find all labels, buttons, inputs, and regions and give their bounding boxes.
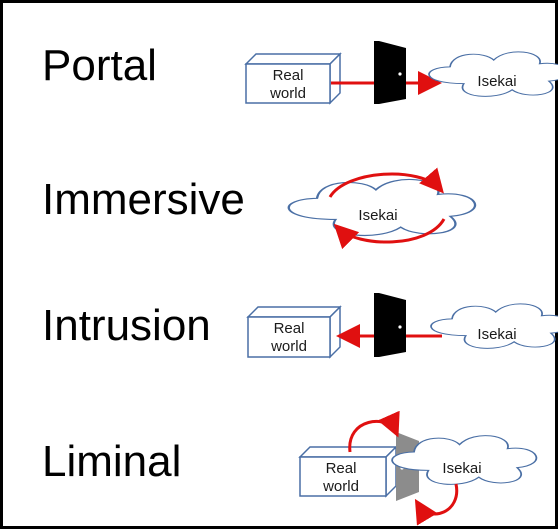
intrusion-door xyxy=(374,293,406,357)
heading-liminal: Liminal xyxy=(42,437,182,486)
liminal-isekai-cloud: Isekai xyxy=(391,434,538,486)
liminal-arrow-bottom xyxy=(414,483,459,526)
heading-intrusion: Intrusion xyxy=(42,301,211,350)
intrusion-real-label: Real xyxy=(274,320,305,337)
immersive-cycle-arrow-bottom xyxy=(333,218,446,250)
intrusion-isekai-cloud: Isekai xyxy=(430,303,558,350)
liminal-real-world-box: Real world xyxy=(298,445,398,498)
immersive-isekai-label: Isekai xyxy=(358,207,397,224)
liminal-arrow-top xyxy=(348,410,400,453)
portal-real-world-box: Real world xyxy=(244,52,342,105)
intrusion-world-label: world xyxy=(270,338,307,355)
heading-immersive: Immersive xyxy=(42,175,245,224)
liminal-isekai-label: Isekai xyxy=(442,460,481,477)
intrusion-isekai-label: Isekai xyxy=(477,326,516,343)
portal-door xyxy=(374,41,406,104)
portal-isekai-label: Isekai xyxy=(477,73,516,90)
portal-real-label: Real xyxy=(273,67,304,84)
portal-isekai-cloud: Isekai xyxy=(428,51,558,98)
liminal-world-label: world xyxy=(322,478,359,495)
immersive-isekai-cloud: Isekai xyxy=(287,178,477,237)
portal-world-label: world xyxy=(269,85,306,102)
liminal-real-label: Real xyxy=(326,460,357,477)
intrusion-real-world-box: Real world xyxy=(246,305,342,359)
heading-portal: Portal xyxy=(42,41,157,90)
immersive-cycle-arrow-top xyxy=(328,167,444,198)
